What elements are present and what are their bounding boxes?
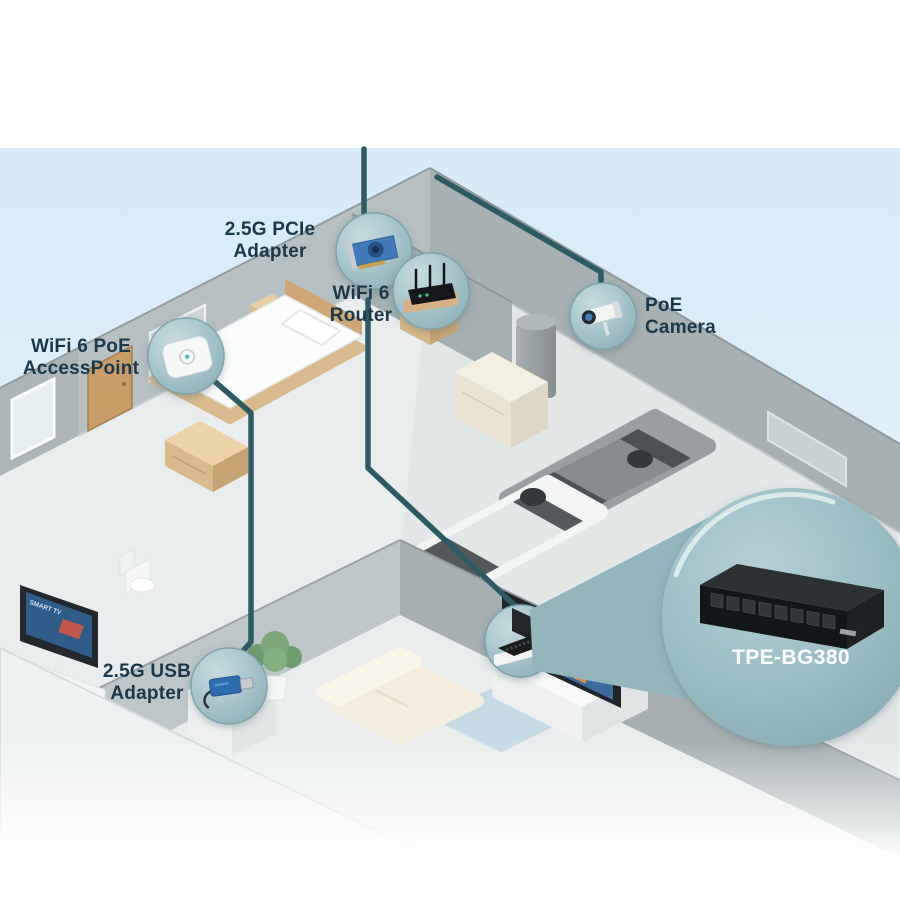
wifi6-router-icon (404, 262, 458, 313)
label-poe-camera: PoE Camera (645, 295, 755, 339)
label-line: Router (329, 305, 393, 326)
access-point-callout (147, 317, 225, 395)
poe-camera-callout (569, 282, 637, 350)
callout-wedge (530, 518, 708, 700)
label-line: WiFi 6 PoE (30, 336, 131, 357)
label-wifi6-router: WiFi 6 Router (311, 283, 411, 327)
usb-adapter-icon (203, 675, 255, 710)
bottom-fade (0, 740, 900, 860)
bottom-margin (0, 856, 900, 900)
label-line: WiFi 6 (332, 283, 390, 304)
device-callouts (147, 212, 637, 725)
label-line: 2.5G PCIe (224, 219, 316, 240)
product-name-label: TPE-BG380 (732, 646, 850, 669)
plant (247, 631, 302, 701)
cable-to-switch (365, 297, 544, 633)
label-line: Adapter (233, 241, 307, 262)
entry-door (87, 344, 133, 433)
pcie-adapter-callout (335, 212, 413, 290)
label-access-point: WiFi 6 PoE AccessPoint (21, 336, 141, 380)
label-pcie-adapter: 2.5G PCIe Adapter (212, 219, 328, 263)
switch-product-image (700, 564, 884, 649)
label-usb-adapter: 2.5G USB Adapter (87, 661, 207, 705)
label-line: Adapter (110, 683, 184, 704)
wifi6-router-callout (392, 252, 470, 330)
side-window (10, 376, 56, 461)
access-point-icon (162, 336, 213, 379)
label-line: 2.5G USB (102, 661, 192, 682)
garage-window (767, 410, 847, 488)
bathroom-fixtures (119, 548, 155, 594)
label-line: PoE (645, 295, 683, 316)
product-callout (530, 488, 900, 746)
usb-adapter-callout (190, 647, 268, 725)
pillow (281, 309, 341, 346)
switch-ports (710, 592, 836, 630)
label-line: Camera (645, 317, 716, 338)
pcie-adapter-icon (346, 235, 399, 271)
sofa (316, 647, 484, 746)
poe-camera-icon (581, 300, 623, 336)
label-line: AccessPoint (22, 358, 140, 379)
